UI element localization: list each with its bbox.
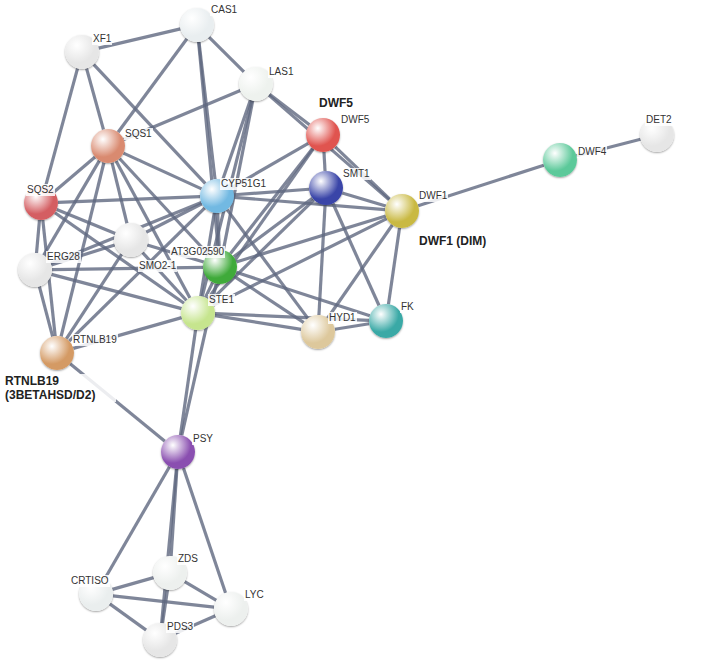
protein-node: FK [369,304,403,338]
protein-node: CRTISO [79,577,113,611]
protein-node: ZDS [153,556,187,590]
protein-node: LYC [214,592,248,626]
node-label: RTNLB19 [72,334,118,346]
node-label: ZDS [177,553,199,565]
node-label: CRTISO [70,575,110,587]
interaction-edge [335,324,369,330]
protein-node: PDS3 [143,623,177,657]
interaction-edge [185,582,217,601]
protein-node: DWF4 [543,143,577,177]
protein-node: AT3G02590 [203,250,237,284]
interaction-edge [182,284,216,436]
node-label: DET2 [645,114,673,126]
protein-node: DET2 [640,118,674,152]
interaction-edge [388,228,399,304]
interaction-edge [112,578,153,590]
interaction-edge [209,37,244,72]
interaction-edge [199,42,219,250]
node-label: DWF1 [418,190,448,202]
interaction-edge [87,68,104,129]
interaction-edge [234,198,313,257]
interaction-edge [39,286,52,336]
node-label: SMO2-1 [138,260,177,272]
protein-node: HYD1 [301,315,335,349]
node-sphere [309,171,343,205]
interaction-edge [230,148,312,253]
node-label: DWF5 [340,114,370,126]
node-label: STE1 [208,294,235,306]
protein-node: ERG28 [18,253,52,287]
interaction-edge [183,468,225,593]
node-label: SQS1 [124,128,153,140]
interaction-edge [418,165,544,206]
node-label: AT3G02590 [170,246,225,258]
node-label: DWF4 [577,146,607,158]
node-sphere [385,194,419,228]
node-sphere [114,223,148,257]
protein-node: SMT1 [309,171,343,205]
interaction-edge [234,189,309,195]
node-label: CAS1 [210,4,238,16]
interaction-edge [335,147,389,199]
interaction-edge [163,590,168,623]
gene-annotation: DWF5 [318,96,354,110]
protein-node: DWF1DWF1 (DIM) [385,194,419,228]
protein-node: PSY [161,435,195,469]
protein-node: CYP51G1 [200,179,234,213]
node-sphere [306,118,340,152]
node-label: PDS3 [166,621,194,633]
interaction-edge [37,220,40,253]
interaction-edge [324,152,325,171]
interaction-edge [218,213,220,250]
node-sphere [40,336,74,370]
protein-node: RTNLB19RTNLB19 (3BETAHSD/D2) [40,336,74,370]
interaction-edge [236,272,370,315]
node-label: HYD1 [328,312,357,324]
interaction-edge [123,153,201,189]
node-sphere [180,8,214,42]
protein-node: STE1 [181,296,215,330]
interaction-edge [113,596,214,607]
node-label: CYP51G1 [220,178,267,190]
interaction-edge [112,163,127,224]
node-label: SQS2 [26,184,55,196]
protein-node: CAS1 [180,8,214,42]
node-sphere [91,129,125,163]
node-label: SMT1 [342,168,371,180]
interaction-edge [110,604,146,630]
interaction-edge [54,157,95,192]
node-sphere [543,143,577,177]
node-label: LYC [244,589,265,601]
node-sphere [161,435,195,469]
node-label: PSY [192,433,214,445]
node-sphere [369,304,403,338]
node-label: ERG28 [46,251,81,263]
interaction-edge [342,193,385,206]
interaction-edge [66,254,121,339]
interaction-edge [58,197,200,203]
node-label: XF1 [92,33,112,45]
interaction-edge [180,330,195,435]
protein-node: DWF5DWF5 [306,118,340,152]
interaction-edge [45,68,77,186]
protein-node: SMO2-1 [114,223,148,257]
interaction-edge [223,101,252,251]
gene-annotation: DWF1 (DIM) [418,234,487,248]
interaction-edge [52,267,203,269]
node-label: FK [400,301,415,313]
interaction-edge [51,274,181,308]
node-label: LAS1 [268,66,294,78]
protein-node: SQS2 [24,186,58,220]
protein-node: XF1 [65,35,99,69]
protein-node: SQS1 [91,129,125,163]
gene-annotation: RTNLB19 (3BETAHSD/D2) [4,374,116,402]
node-sphere [214,592,248,626]
interaction-edge [124,91,241,140]
interaction-edge [270,94,310,124]
protein-node: LAS1 [239,67,273,101]
